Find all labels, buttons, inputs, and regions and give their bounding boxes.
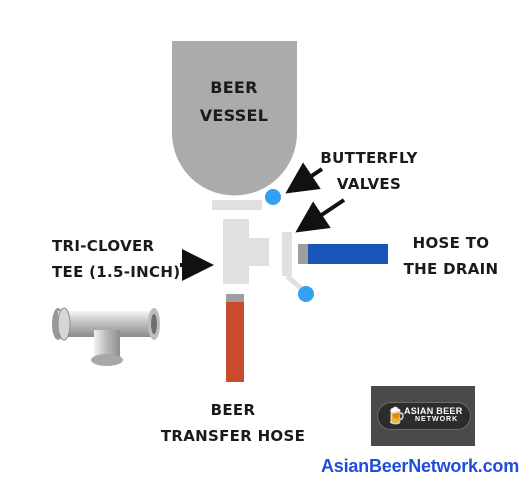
tri-clover-tee-photo: [52, 307, 160, 366]
asian-beer-network-logo: 🍺 ASIAN BEER NETWORK: [371, 386, 475, 446]
top-valve-flange: [212, 200, 262, 210]
logo-line1: ASIAN BEER: [404, 406, 463, 416]
transfer-hose-clamp: [226, 294, 244, 302]
butterfly-valves-label-line1: BUTTERFLY: [320, 149, 418, 167]
top-valve-handle: [265, 189, 281, 205]
side-valve-handle: [298, 286, 314, 302]
vessel-label-line1: BEER: [210, 78, 258, 97]
beer-mug-icon: 🍺: [386, 406, 406, 425]
butterfly-valves-label: BUTTERFLY VALVES: [310, 145, 428, 197]
tee-label-line2: TEE (1.5-INCH): [52, 263, 181, 281]
arrow-to-top-valve: [285, 162, 324, 194]
logo-line2: NETWORK: [415, 416, 459, 423]
tee-body-vertical: [223, 219, 249, 284]
drain-hose-label-line1: HOSE TO: [412, 234, 490, 252]
transfer-hose-label-line1: BEER: [210, 401, 256, 419]
drain-hose-clamp: [298, 244, 308, 264]
tee-label-line1: TRI-CLOVER: [52, 237, 155, 255]
drain-hose: [308, 244, 388, 264]
tee-body-branch: [249, 238, 269, 266]
vessel-label: BEER VESSEL: [172, 74, 296, 130]
logo-badge: 🍺 ASIAN BEER NETWORK: [377, 402, 471, 430]
transfer-hose-label: BEER TRANSFER HOSE: [158, 397, 308, 449]
drain-hose-label-line2: THE DRAIN: [403, 260, 499, 278]
drain-hose-label: HOSE TO THE DRAIN: [396, 230, 506, 282]
butterfly-valves-label-line2: VALVES: [336, 175, 402, 193]
vessel-label-line2: VESSEL: [199, 106, 269, 125]
site-url[interactable]: AsianBeerNetwork.com: [320, 456, 520, 476]
transfer-hose: [226, 302, 244, 382]
transfer-hose-label-line2: TRANSFER HOSE: [160, 427, 306, 445]
side-valve-lever: [285, 274, 305, 292]
side-valve-flange: [282, 232, 292, 276]
tee-label: TRI-CLOVER TEE (1.5-INCH): [52, 233, 192, 285]
beer-vessel: [172, 41, 297, 196]
arrow-to-side-valve: [295, 198, 346, 233]
